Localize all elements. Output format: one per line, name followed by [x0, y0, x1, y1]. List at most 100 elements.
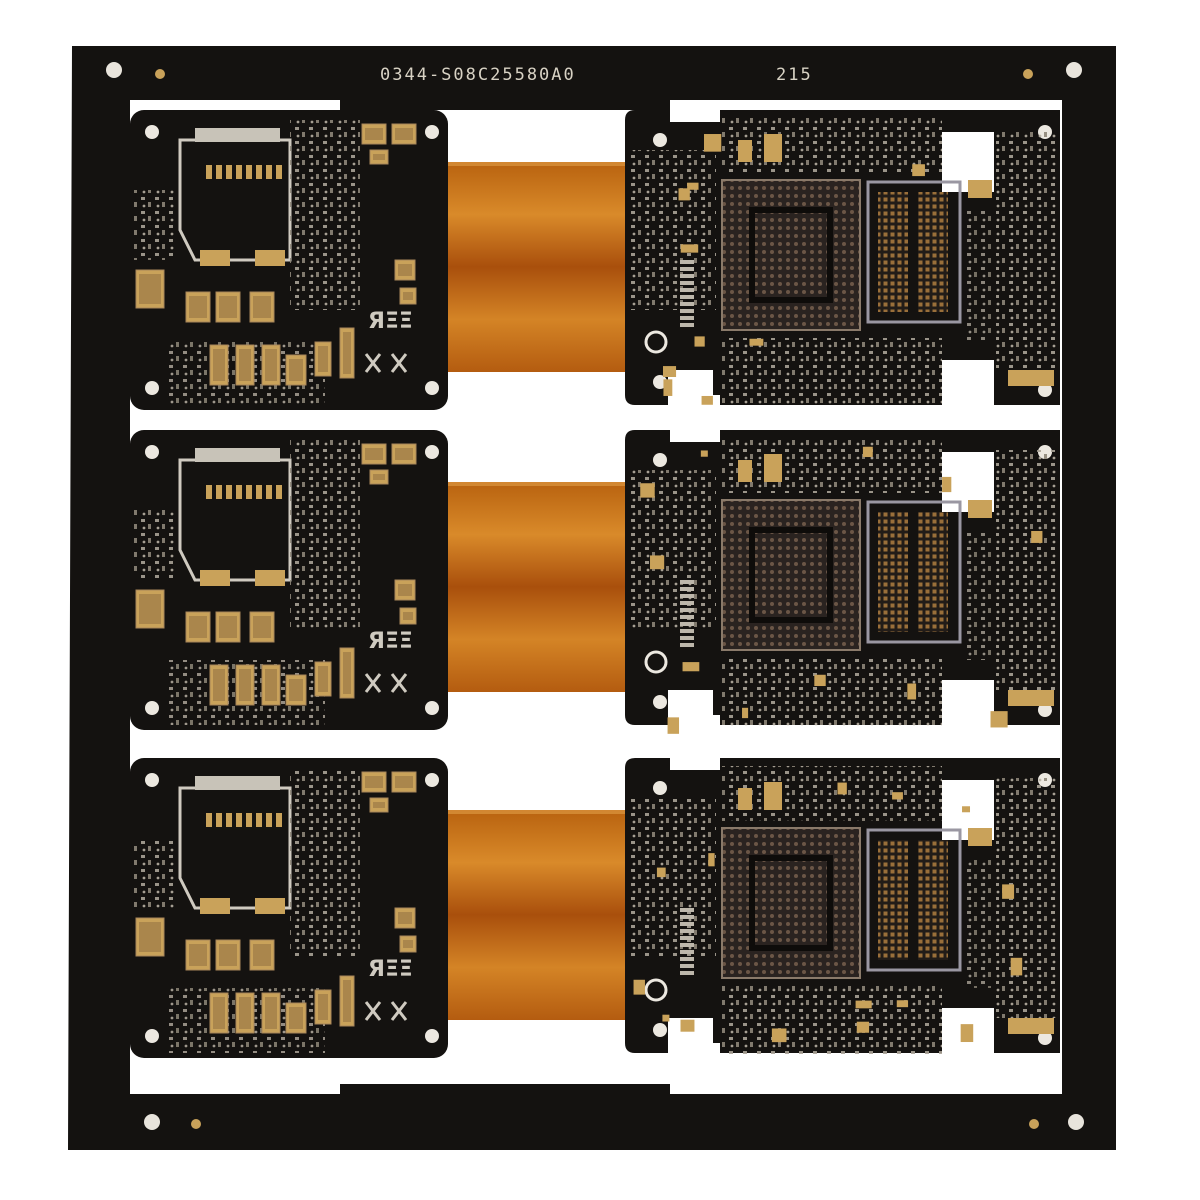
mounting-hole: [425, 381, 439, 395]
memory-bga-right: [918, 192, 948, 312]
connector-pin: [680, 267, 694, 271]
mounting-hole: [425, 1029, 439, 1043]
socket-pin: [236, 485, 242, 499]
gold-pad: [990, 711, 1008, 728]
gold-pad-array: [1008, 1018, 1054, 1034]
mounting-hole: [1038, 703, 1052, 717]
socket-latch: [195, 776, 280, 790]
mounting-hole: [425, 773, 439, 787]
gold-pad: [663, 379, 673, 396]
gold-pad: [738, 788, 752, 810]
socket-pin: [256, 165, 262, 179]
component-body: [373, 802, 385, 808]
gold-pad: [855, 1000, 872, 1009]
gold-pad: [764, 134, 782, 162]
silk-glyph: [390, 353, 408, 373]
component-body: [189, 616, 207, 638]
component-body: [403, 292, 413, 300]
connector-pin: [680, 908, 694, 912]
component-body: [398, 264, 412, 276]
component-body: [365, 128, 383, 140]
connector-pin: [680, 295, 694, 299]
gold-pad: [968, 180, 992, 198]
gold-pad: [662, 366, 677, 378]
gold-pad: [650, 555, 665, 570]
flex-cable: [440, 482, 630, 692]
component-body: [403, 612, 413, 620]
gold-pad-array: [1008, 370, 1054, 386]
gold-pad: [738, 140, 752, 162]
mounting-hole: [425, 445, 439, 459]
connector-pin: [680, 915, 694, 919]
frame-fiducials: [106, 62, 1084, 1130]
component-body: [219, 616, 237, 638]
silk-cluster: [965, 858, 995, 988]
component-body: [189, 944, 207, 966]
mounting-hole: [425, 701, 439, 715]
gold-pad: [662, 1014, 670, 1022]
connector-pin: [680, 950, 694, 954]
gold-pad: [667, 717, 680, 734]
fiducial-ring: [644, 650, 668, 674]
connector-pin: [680, 580, 694, 584]
silk-cluster: [965, 530, 995, 660]
flex-highlight: [440, 162, 630, 166]
component-body: [398, 584, 412, 596]
component-body: [253, 616, 271, 638]
silk-cluster: [722, 658, 942, 726]
connector-pin: [680, 629, 694, 633]
connector-pin: [680, 587, 694, 591]
gold-pad: [694, 336, 705, 347]
memory-frame: [866, 828, 962, 972]
board-row-1: ЯΞΞ: [130, 110, 1060, 410]
component-body: [265, 669, 277, 701]
gold-pad-array: [1008, 690, 1054, 706]
mounting-hole: [145, 701, 159, 715]
socket-pin: [216, 485, 222, 499]
gold-pad: [738, 460, 752, 482]
flex-cable: [440, 810, 630, 1020]
board-row-3: ЯΞΞ: [130, 758, 1060, 1058]
gold-pad: [942, 476, 952, 493]
socket-pin: [236, 165, 242, 179]
component-body: [239, 669, 251, 701]
silk-cluster: [290, 768, 360, 958]
component-body: [219, 944, 237, 966]
fiducial-ring: [644, 978, 668, 1002]
component-body: [395, 128, 413, 140]
bga-core: [770, 876, 812, 930]
gold-pad: [682, 662, 700, 672]
component-body: [318, 666, 328, 692]
component-body: [239, 997, 251, 1029]
gold-pad: [678, 188, 690, 201]
board-row-2: ЯΞΞ: [130, 430, 1060, 734]
socket-pad: [200, 570, 230, 586]
silk-glyph: [390, 673, 408, 693]
socket-pin: [276, 813, 282, 827]
connector-pin: [680, 971, 694, 975]
socket-pin: [266, 813, 272, 827]
gold-pad: [1010, 957, 1023, 976]
mounting-hole: [145, 773, 159, 787]
socket-pin: [226, 165, 232, 179]
component-body: [289, 1007, 303, 1029]
gold-pad: [892, 792, 903, 800]
bga-inner-ring: [749, 855, 833, 951]
silk-cluster: [628, 798, 716, 958]
socket-pin: [266, 485, 272, 499]
component-body: [289, 359, 303, 381]
socket-pin: [216, 165, 222, 179]
memory-bga-right: [918, 840, 948, 960]
connector-pin: [680, 281, 694, 285]
component-body: [318, 994, 328, 1020]
component-body: [213, 349, 225, 381]
silk-cluster: [722, 438, 942, 493]
memory-bga-left: [878, 192, 908, 312]
memory-bga-left: [878, 840, 908, 960]
gold-pad: [862, 446, 873, 458]
component-body: [289, 679, 303, 701]
component-body: [139, 922, 161, 952]
connector-pin: [680, 622, 694, 626]
gold-pad: [764, 454, 782, 482]
component-body: [139, 594, 161, 624]
